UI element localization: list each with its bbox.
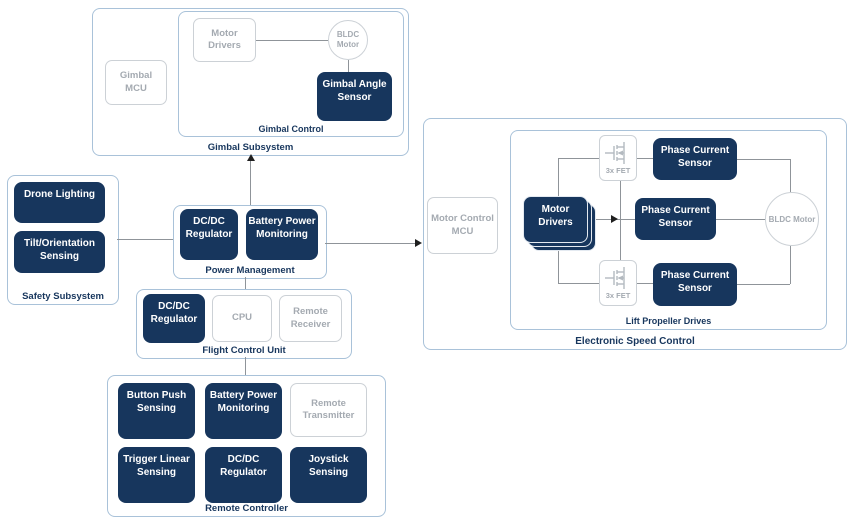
connector-line [737,159,790,160]
phase-current-sensor-bottom-block: Phase Current Sensor [653,263,737,306]
rc-battery-monitoring-block: Battery Power Monitoring [205,383,282,439]
flight-control-unit-label: Flight Control Unit [202,345,286,356]
gimbal-mcu-block: Gimbal MCU [105,60,167,105]
connector-line [558,158,599,159]
connector-line [637,158,653,159]
rc-dcdc-regulator-block: DC/DC Regulator [205,447,282,503]
fcu-cpu-block: CPU [212,295,272,342]
fcu-remote-receiver-block: Remote Receiver [279,295,342,342]
arrow-right-icon [611,215,618,223]
connector-line [245,277,246,289]
remote-controller-label: Remote Controller [205,503,288,514]
mosfet-icon [605,267,625,289]
connector-line [637,283,653,284]
connector-line [737,284,790,285]
connector-line [558,158,559,196]
phase-current-sensor-middle-block: Phase Current Sensor [635,198,716,240]
gimbal-angle-sensor-block: Gimbal Angle Sensor [317,72,392,121]
connector-line [558,243,559,283]
rc-button-push-sensing-block: Button Push Sensing [118,383,195,439]
rc-joystick-sensing-block: Joystick Sensing [290,447,367,503]
drone-lighting-block: Drone Lighting [14,182,105,223]
connector-line [245,357,246,375]
connector-line [348,60,349,72]
gimbal-control-label: Gimbal Control [258,124,324,134]
connector-line [250,158,251,205]
lift-propeller-drives-label: Lift Propeller Drives [625,316,712,326]
esc-motor-control-mcu-block: Motor Control MCU [427,197,498,254]
fet-block-top: 3x FET [599,135,637,181]
fet-block-bottom: 3x FET [599,260,637,306]
fcu-dcdc-regulator-block: DC/DC Regulator [143,294,205,343]
esc-motor-drivers-stack: Motor Drivers [523,196,596,251]
connector-line [790,159,791,192]
arrow-right-icon [415,239,422,247]
electronic-speed-control-label: Electronic Speed Control [575,336,695,347]
connector-line [256,40,328,41]
tilt-orientation-sensing-block: Tilt/Orientation Sensing [14,231,105,273]
rc-remote-transmitter-block: Remote Transmitter [290,383,367,437]
gimbal-motor-drivers-block: Motor Drivers [193,18,256,62]
connector-line [117,239,173,240]
gimbal-subsystem-label: Gimbal Subsystem [207,142,294,153]
connector-line [716,219,765,220]
connector-line [620,181,621,260]
fet-label: 3x FET [605,291,631,300]
rc-trigger-linear-sensing-block: Trigger Linear Sensing [118,447,195,503]
pm-dcdc-regulator-block: DC/DC Regulator [180,209,238,260]
arrow-up-icon [247,154,255,161]
connector-line [558,283,599,284]
esc-motor-drivers-block: Motor Drivers [523,196,588,243]
fet-label: 3x FET [605,166,631,175]
mosfet-icon [605,142,625,164]
connector-line [325,243,416,244]
gimbal-bldc-motor-block: BLDC Motor [328,20,368,60]
safety-subsystem-label: Safety Subsystem [22,291,104,302]
phase-current-sensor-top-block: Phase Current Sensor [653,138,737,180]
esc-bldc-motor-block: BLDC Motor [765,192,819,246]
connector-line [790,246,791,284]
power-management-label: Power Management [205,265,295,276]
pm-battery-monitoring-block: Battery Power Monitoring [246,209,318,260]
